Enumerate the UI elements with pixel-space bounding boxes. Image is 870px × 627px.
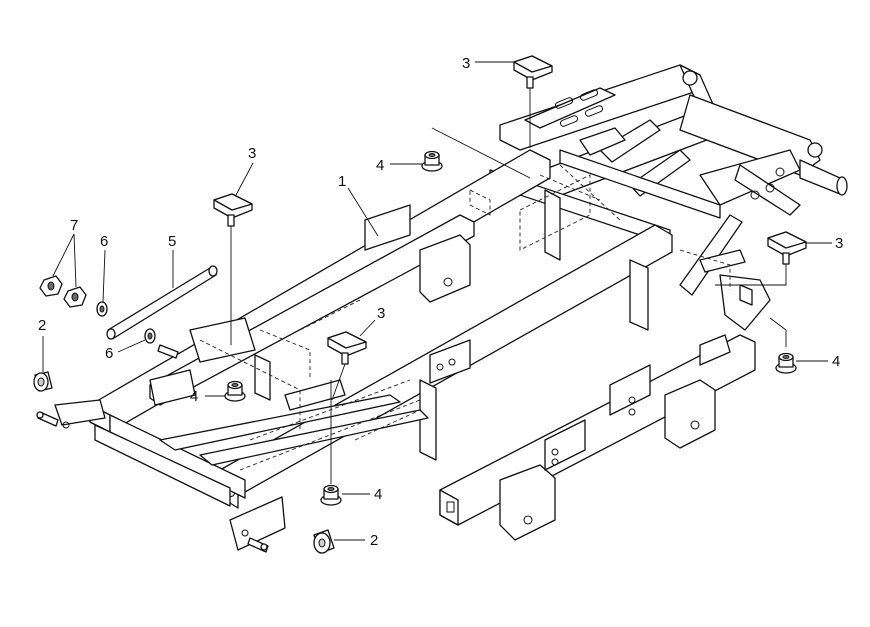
callout-6-upper: 6 xyxy=(100,233,108,250)
callout-3-center: 3 xyxy=(377,305,385,322)
callout-3-left: 3 xyxy=(248,145,256,162)
callout-5: 5 xyxy=(168,233,176,250)
leader-lines xyxy=(42,61,832,541)
callout-4-top: 4 xyxy=(376,157,384,174)
shaft-part-5 xyxy=(106,265,218,340)
flange-nut-part-4-left xyxy=(224,380,246,402)
callout-6-lower: 6 xyxy=(105,345,113,362)
callout-7: 7 xyxy=(70,217,78,234)
callout-2-right: 2 xyxy=(370,532,378,549)
bushing-part-2-right xyxy=(313,529,335,554)
flange-nut-part-4-right xyxy=(775,352,797,374)
bolt-near-washer xyxy=(157,344,179,359)
nut-part-7-left xyxy=(39,275,63,297)
tbolt-part-3-center xyxy=(327,331,367,365)
tbolt-part-3-top xyxy=(513,55,553,89)
callout-4-bottom: 4 xyxy=(374,486,382,503)
pin-left xyxy=(36,411,59,427)
flange-nut-part-4-bottom xyxy=(320,484,342,506)
callout-labels: 1 2 2 3 3 3 3 4 4 4 4 5 6 6 7 xyxy=(38,55,843,549)
callout-3-top: 3 xyxy=(462,55,470,72)
washer-part-6-lower xyxy=(144,328,156,344)
callout-1: 1 xyxy=(338,173,346,190)
hidden-lines xyxy=(199,164,731,471)
flange-nut-part-4-top xyxy=(421,150,443,172)
callout-3-right: 3 xyxy=(835,235,843,252)
washer-part-6-upper xyxy=(96,301,108,317)
nut-part-7-right xyxy=(63,286,87,308)
callout-4-right: 4 xyxy=(832,353,840,370)
main-frame xyxy=(54,64,848,551)
bushing-part-2-left xyxy=(33,371,53,392)
pin-right xyxy=(247,537,269,553)
tbolt-part-3-left xyxy=(213,193,253,227)
callout-2-left: 2 xyxy=(38,317,46,334)
tbolt-part-3-right xyxy=(767,231,807,265)
callout-4-left: 4 xyxy=(190,388,198,405)
